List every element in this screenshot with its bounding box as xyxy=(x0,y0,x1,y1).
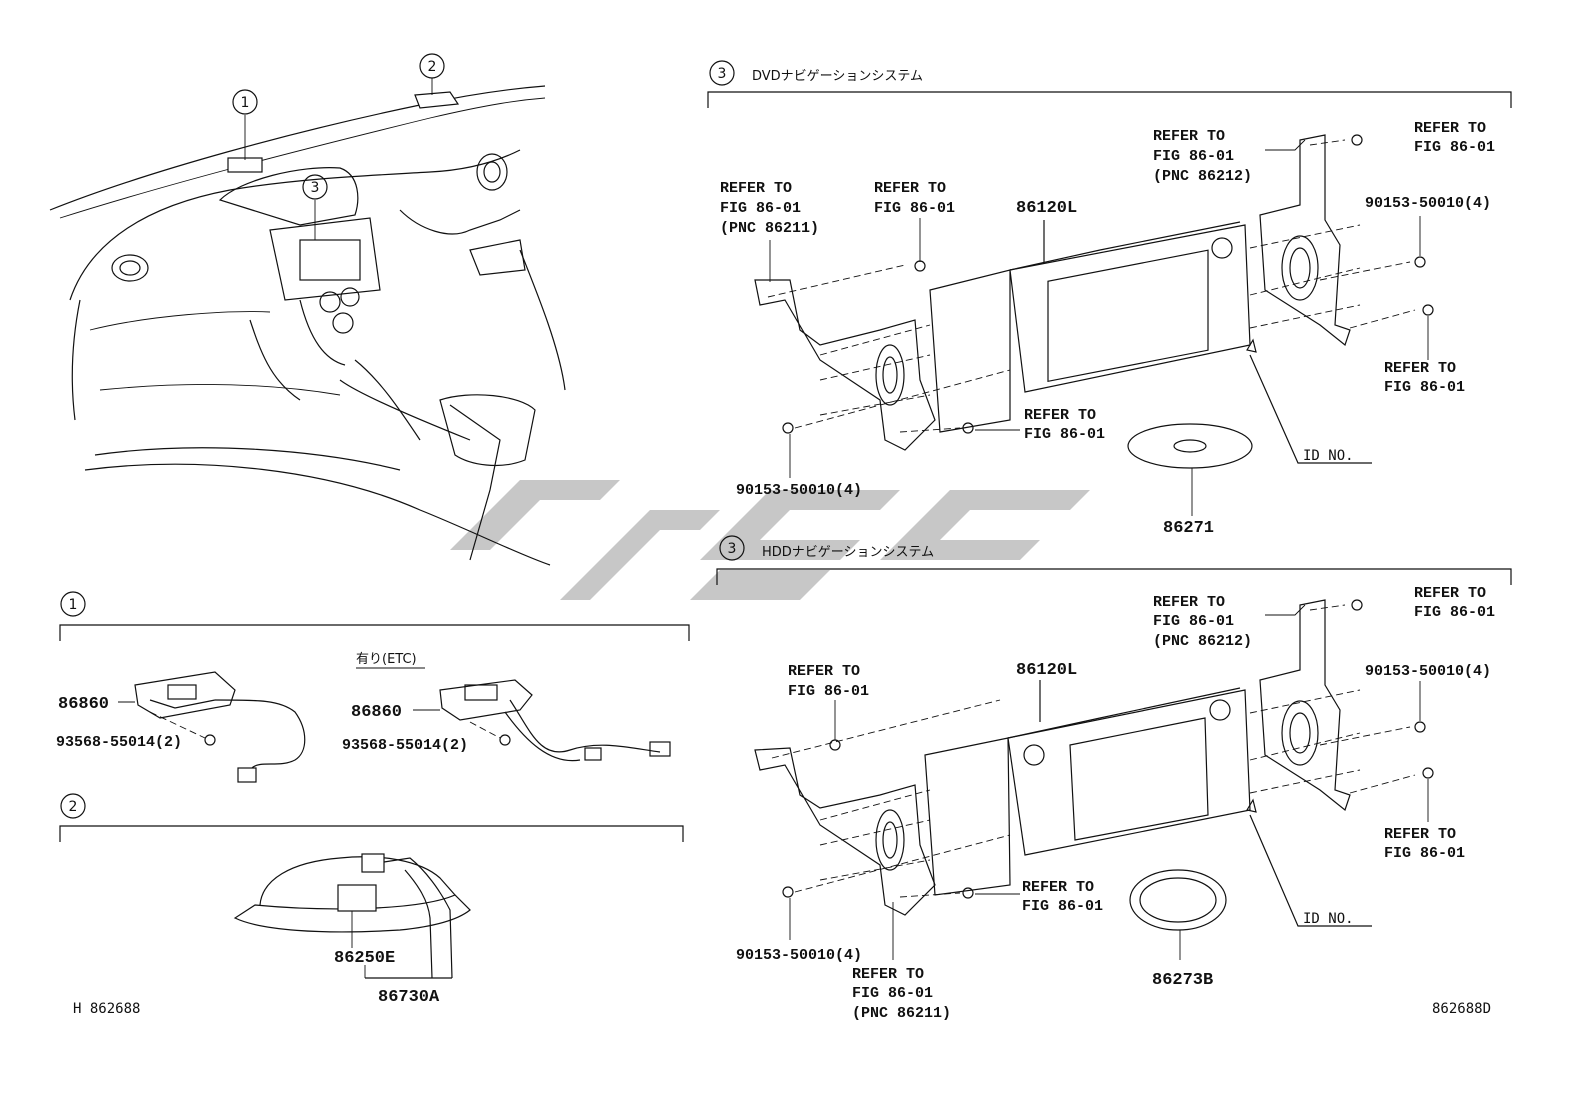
hdd-label-refer-right: REFER TO xyxy=(1153,594,1225,611)
hdd-label-fig-lowright: FIG 86-01 xyxy=(1384,845,1465,862)
section-2-number: 2 xyxy=(69,799,78,815)
dashboard-overview-drawing: 1 2 3 xyxy=(49,53,566,566)
section-2-number-circle xyxy=(60,793,86,819)
hdd-label-id-no: ID NO. xyxy=(1303,911,1354,927)
section-hdd-number: 3 xyxy=(728,541,737,557)
s1-etc-label: 有り(ETC) xyxy=(356,652,417,667)
hdd-label-ring: 86273B xyxy=(1152,971,1213,990)
hdd-label-screw-right: 90153-50010(4) xyxy=(1365,663,1491,680)
hdd-label-pnc-bottom: (PNC 86211) xyxy=(852,1005,951,1022)
hdd-label-refer-topright: REFER TO xyxy=(1414,585,1486,602)
hdd-label-pnc-right: (PNC 86212) xyxy=(1153,633,1252,650)
overview-callout-2-text: 2 xyxy=(428,59,437,75)
watermark-logo xyxy=(450,480,1090,600)
dvd-label-refer-topright: REFER TO xyxy=(1414,120,1486,137)
section-2-bracket xyxy=(59,825,684,842)
section-1-bracket xyxy=(59,624,690,641)
hdd-ring xyxy=(1129,869,1227,931)
hdd-label-fig-topright: FIG 86-01 xyxy=(1414,604,1495,621)
dvd-label-refer-top: REFER TO xyxy=(874,180,946,197)
dvd-label-fig-left: FIG 86-01 xyxy=(720,200,801,217)
hdd-label-refer-left: REFER TO xyxy=(788,663,860,680)
hdd-label-refer-lowright: REFER TO xyxy=(1384,826,1456,843)
section-dvd-bracket xyxy=(707,91,1512,108)
dvd-label-fig-lowright: FIG 86-01 xyxy=(1384,379,1465,396)
section-hdd-bracket xyxy=(716,568,1512,585)
section-dvd-navigation: 3 DVDナビゲーションシステム xyxy=(707,60,1512,538)
overview-callout-1-text: 1 xyxy=(241,95,250,111)
hdd-label-fig-bottom: FIG 86-01 xyxy=(852,985,933,1002)
dvd-label-fig-topright: FIG 86-01 xyxy=(1414,139,1495,156)
s2-label-part-b: 86730A xyxy=(378,988,440,1007)
section-dvd-number: 3 xyxy=(718,66,727,82)
dvd-label-id-no: ID NO. xyxy=(1303,448,1354,464)
section-1-etc: 1 有り(ETC) 86860 93568-55014(2) 86860 935… xyxy=(56,591,690,783)
footer-left-code: H 862688 xyxy=(73,1001,140,1017)
hdd-label-screw-left: 90153-50010(4) xyxy=(736,947,862,964)
overview-callout-2 xyxy=(419,53,445,79)
dvd-label-fig-right: FIG 86-01 xyxy=(1153,148,1234,165)
dvd-label-refer-lowright: REFER TO xyxy=(1384,360,1456,377)
section-hdd-number-circle xyxy=(719,535,745,561)
dvd-label-screw-left: 90153-50010(4) xyxy=(736,482,862,499)
footer-right-code: 862688D xyxy=(1432,1001,1491,1017)
s2-label-part-a: 86250E xyxy=(334,949,395,968)
s1-label-screw-right: 93568-55014(2) xyxy=(342,737,468,754)
dvd-label-unit: 86120L xyxy=(1016,199,1077,218)
s1-label-screw-left: 93568-55014(2) xyxy=(56,734,182,751)
hdd-label-unit: 86120L xyxy=(1016,661,1077,680)
dvd-label-pnc-right: (PNC 86212) xyxy=(1153,168,1252,185)
dvd-label-refer-left: REFER TO xyxy=(720,180,792,197)
hdd-label-fig-left: FIG 86-01 xyxy=(788,683,869,700)
dvd-label-disc: 86271 xyxy=(1163,519,1214,538)
section-1-number-circle xyxy=(60,591,86,617)
dvd-label-screw-right: 90153-50010(4) xyxy=(1365,195,1491,212)
section-2-mirror-module: 2 86250E 86730A xyxy=(59,793,684,1007)
section-hdd-navigation: 3 HDDナビゲーションシステム xyxy=(716,535,1512,1022)
section-1-number: 1 xyxy=(69,597,78,613)
dvd-label-refer-right: REFER TO xyxy=(1153,128,1225,145)
overview-callout-3-text: 3 xyxy=(311,180,320,196)
hdd-label-refer-bottom: REFER TO xyxy=(852,966,924,983)
dvd-disc xyxy=(1127,423,1253,469)
hdd-label-fig-right: FIG 86-01 xyxy=(1153,613,1234,630)
dvd-label-pnc-left: (PNC 86211) xyxy=(720,220,819,237)
dvd-label-refer-mid: REFER TO xyxy=(1024,407,1096,424)
s1-label-part-right: 86860 xyxy=(351,703,402,722)
hdd-label-fig-mid: FIG 86-01 xyxy=(1022,898,1103,915)
overview-callout-3 xyxy=(302,174,328,200)
overview-callout-1 xyxy=(232,89,258,115)
hdd-label-refer-mid: REFER TO xyxy=(1022,879,1094,896)
section-dvd-number-circle xyxy=(709,60,735,86)
s1-label-part-left: 86860 xyxy=(58,695,109,714)
dvd-label-fig-mid: FIG 86-01 xyxy=(1024,426,1105,443)
section-dvd-title: DVDナビゲーションシステム xyxy=(752,69,923,84)
dvd-label-fig-top: FIG 86-01 xyxy=(874,200,955,217)
section-hdd-title: HDDナビゲーションシステム xyxy=(762,545,934,560)
